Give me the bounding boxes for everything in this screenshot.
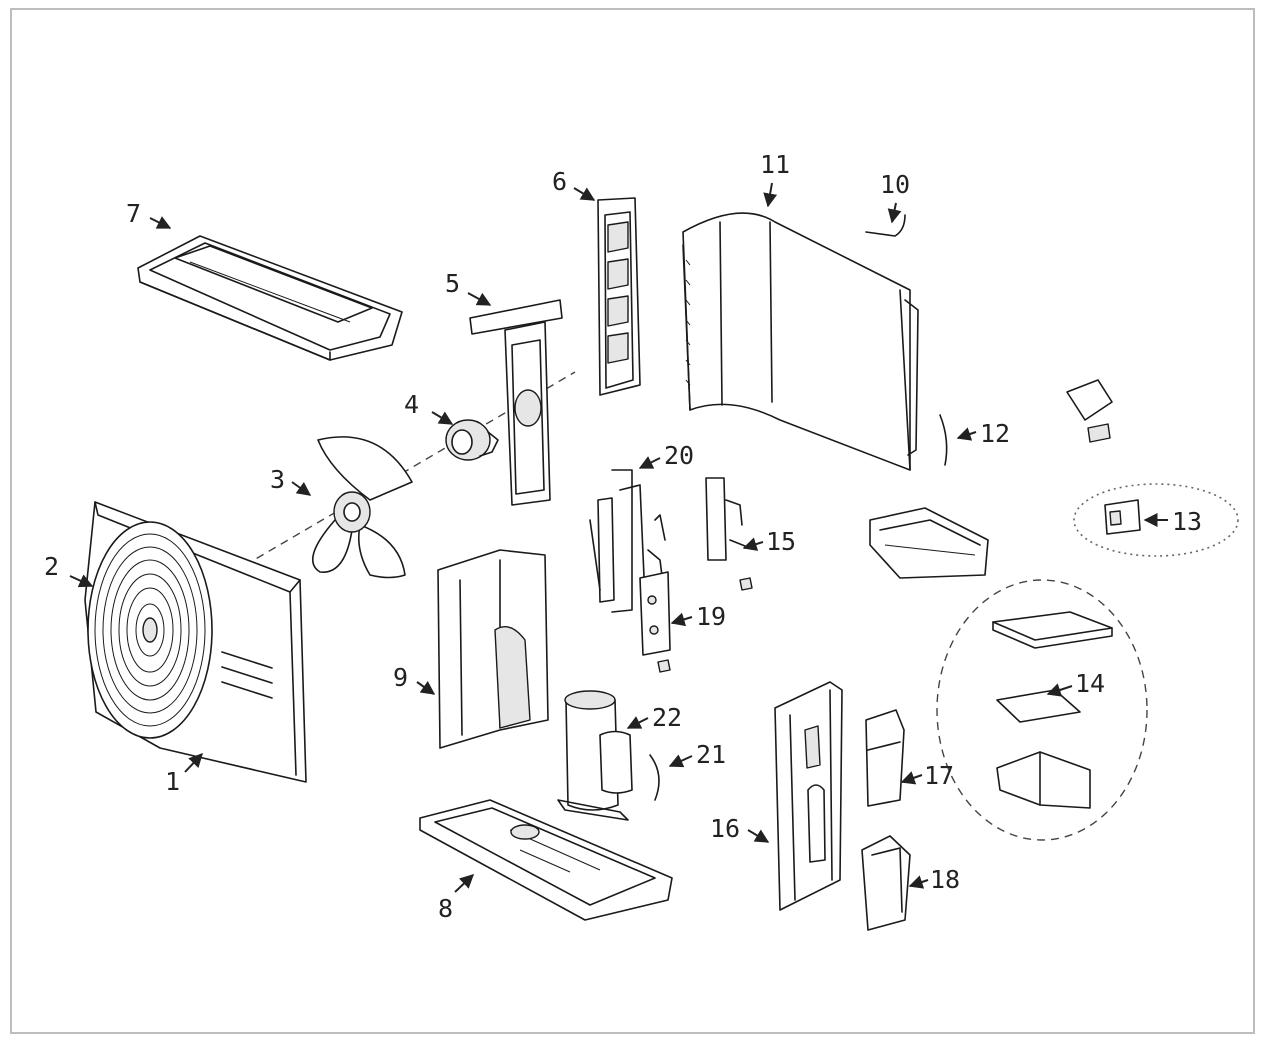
part-13-group <box>1073 483 1239 557</box>
label-part-21: 21 <box>696 740 726 769</box>
part-valve-plate <box>639 571 671 656</box>
part-partition <box>437 549 549 749</box>
part-14-group <box>936 579 1148 841</box>
part-motor-bracket <box>469 299 563 506</box>
label-part-4: 4 <box>404 390 419 419</box>
part-pipe-21 <box>649 754 660 801</box>
part-sensor-10 <box>865 214 906 237</box>
part-top-cover <box>137 235 403 361</box>
part-fan-motor <box>445 419 499 461</box>
part-valve-assembly <box>589 469 666 613</box>
label-part-19: 19 <box>696 602 726 631</box>
part-14-components <box>992 611 1113 809</box>
label-part-3: 3 <box>270 465 285 494</box>
label-part-9: 9 <box>393 663 408 692</box>
part-sensor-12 <box>939 414 948 466</box>
part-labels: 1 2 3 4 5 6 7 8 9 10 11 12 13 14 15 16 1… <box>44 150 1202 923</box>
fan-grille <box>87 521 213 739</box>
label-part-11: 11 <box>760 150 790 179</box>
part-valve-cover <box>865 709 905 807</box>
part-base-pan <box>419 799 673 921</box>
label-part-20: 20 <box>664 441 694 470</box>
label-part-10: 10 <box>880 170 910 199</box>
label-part-12: 12 <box>980 419 1010 448</box>
label-part-2: 2 <box>44 552 59 581</box>
label-part-15: 15 <box>766 527 796 556</box>
label-part-1: 1 <box>165 767 180 796</box>
nut-1 <box>739 577 753 591</box>
label-part-6: 6 <box>552 167 567 196</box>
leader-arrows <box>69 182 1168 893</box>
nut-2 <box>657 659 671 673</box>
label-part-14: 14 <box>1075 669 1105 698</box>
part-reactor <box>705 477 751 561</box>
part-front-panel <box>84 501 307 783</box>
part-electric-box <box>869 507 989 579</box>
part-fan-blade <box>311 436 413 579</box>
label-part-8: 8 <box>438 894 453 923</box>
part-condenser-coil <box>682 212 919 471</box>
label-part-5: 5 <box>445 269 460 298</box>
label-part-22: 22 <box>652 703 682 732</box>
label-part-7: 7 <box>126 199 141 228</box>
label-part-16: 16 <box>710 814 740 843</box>
label-part-17: 17 <box>924 761 954 790</box>
part-small-component <box>1066 379 1113 443</box>
part-handle-cover <box>861 835 911 931</box>
label-part-13: 13 <box>1172 507 1202 536</box>
part-side-panel <box>774 681 843 911</box>
part-side-grille <box>597 197 641 396</box>
part-13-block <box>1104 499 1141 535</box>
label-part-18: 18 <box>930 865 960 894</box>
part-compressor <box>557 690 633 821</box>
